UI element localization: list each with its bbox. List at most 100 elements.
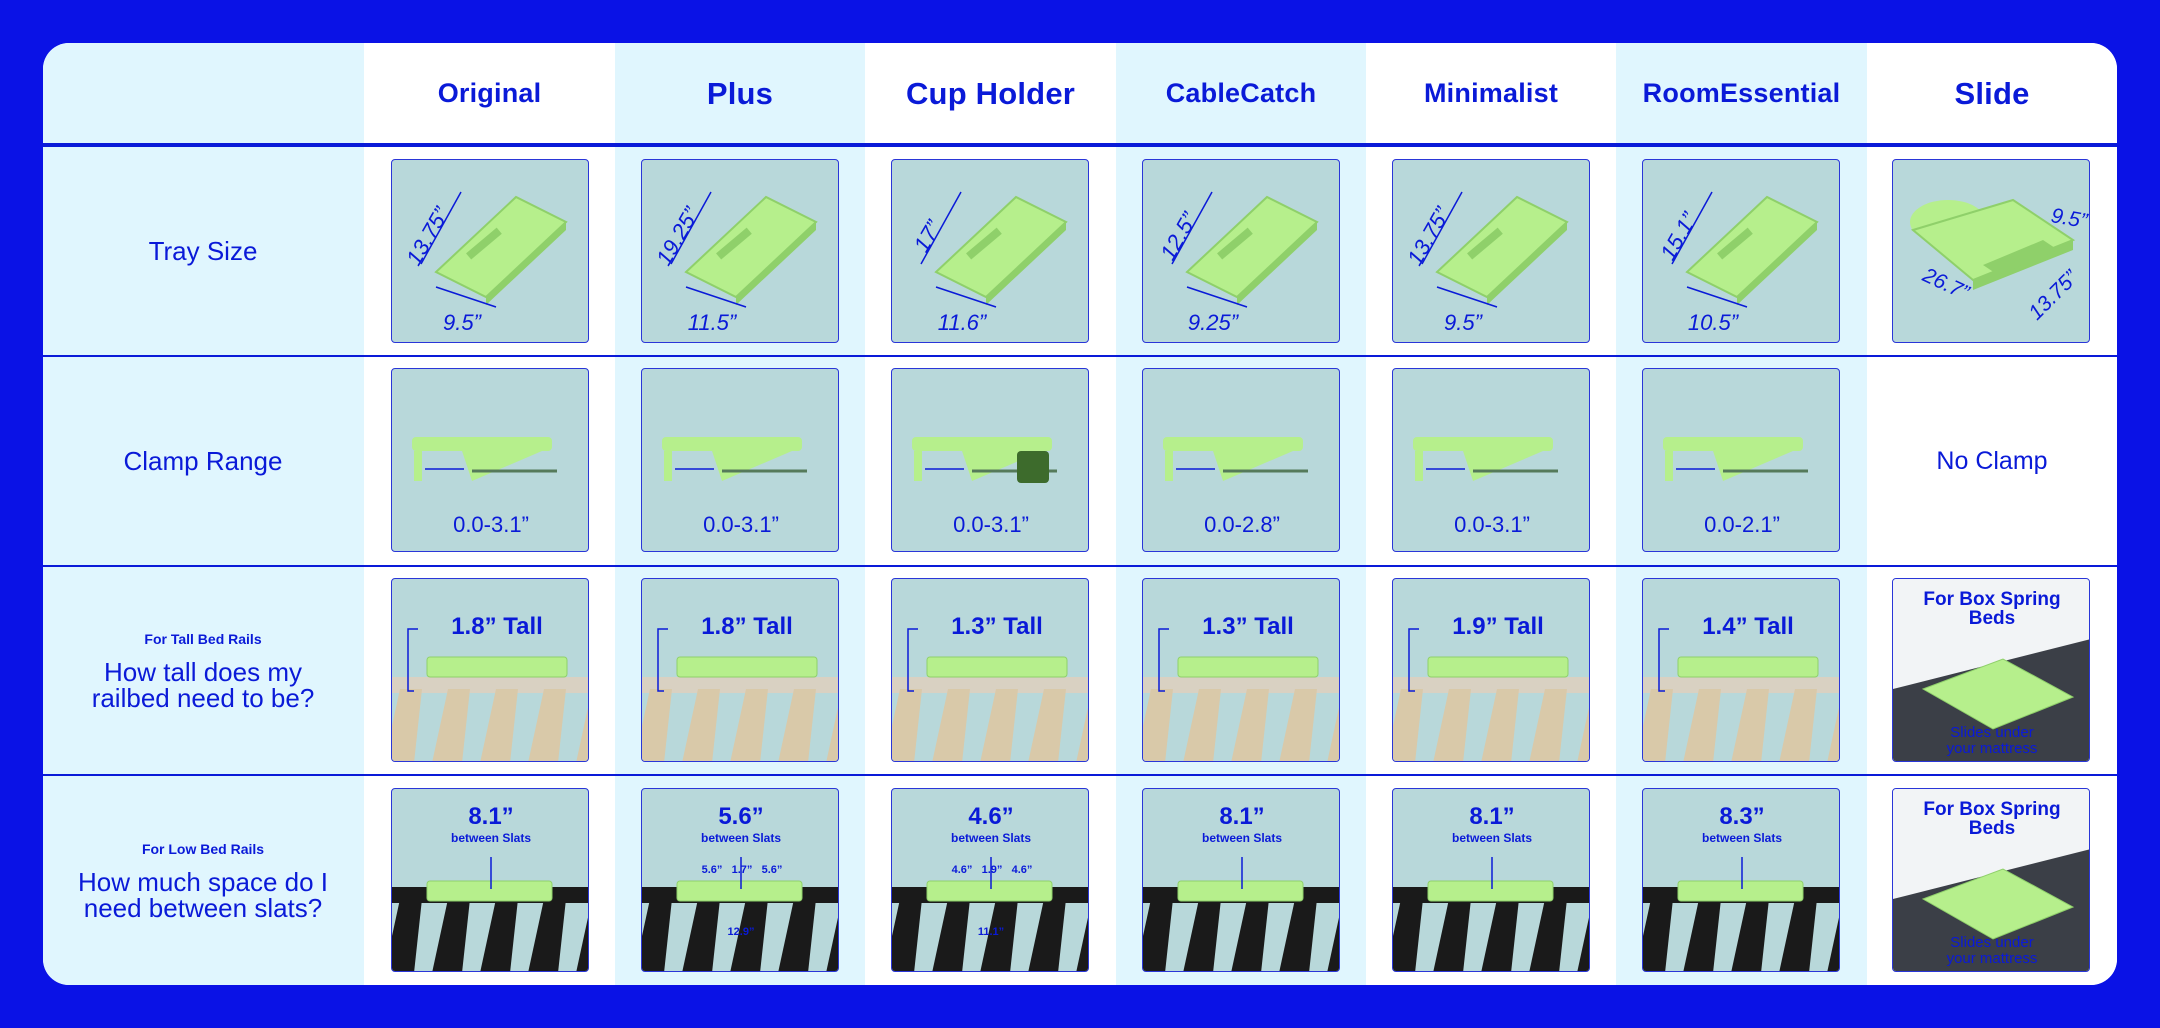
bed-slat: [1393, 689, 1423, 761]
slat-space-caption: between Slats: [951, 831, 1031, 845]
bed-slat: [682, 689, 720, 761]
bed-slat: [1183, 689, 1221, 761]
bed-slat: [480, 689, 518, 761]
clamp-jaw: [664, 451, 672, 481]
dimension-label: 13.75”: [2024, 266, 2083, 325]
row-divider: [43, 774, 2117, 776]
clamp-range-value: 0.0-2.1”: [1704, 512, 1780, 537]
rail-height-value: 1.3” Tall: [951, 613, 1043, 640]
bed-slat: [1076, 917, 1088, 971]
slat-space-value: 8.1”: [1219, 803, 1264, 830]
slat-space-caption: between Slats: [1702, 831, 1782, 845]
clamp-arm: [1463, 451, 1543, 481]
dimension-label: 17”: [909, 215, 947, 256]
clamp-range-tile: 0.0-2.1”: [1642, 368, 1840, 552]
tray-shape: [1177, 656, 1319, 678]
tray-size-tile: 13.75” 9.5”: [1392, 159, 1590, 343]
clamp-range-tile: 0.0-3.1”: [391, 368, 589, 552]
slat-space-tile-illustration: 8.1”between Slats: [1393, 803, 1589, 971]
tray-size-tile: 15.1”10.5”: [1642, 159, 1840, 343]
rail-height-value: 1.8” Tall: [451, 613, 543, 640]
bed-slat: [1779, 899, 1817, 971]
tray-slot: [1983, 240, 2058, 275]
bed-slat: [1327, 707, 1339, 761]
tray-size-tile-illustration: 12.5”9.25”: [1155, 191, 1319, 335]
bed-slat: [1529, 899, 1567, 971]
box-spring-title: For Box Spring: [1923, 589, 2060, 610]
header-original: Original: [437, 78, 542, 108]
dimension-label: 9.5”: [1444, 310, 1484, 335]
clamp-range-tile: 0.0-3.1”: [1392, 368, 1590, 552]
tray-size-tile-illustration: 15.1”10.5”: [1655, 191, 1819, 335]
bed-slat: [1731, 899, 1769, 971]
clamp-arm: [1213, 451, 1293, 481]
row-label-subtitle: For Tall Bed Rails: [144, 630, 262, 647]
slat-space-value: 8.1”: [1469, 803, 1514, 830]
dimension-line: [935, 286, 997, 308]
bed-slat: [1643, 689, 1673, 761]
slat-space-tile: 8.1”between Slats: [391, 788, 589, 972]
tray-top: [662, 437, 802, 451]
tray-shape: [1921, 868, 2075, 940]
bed-slat: [932, 899, 970, 971]
tray-size-tile-illustration: 13.75” 9.5”: [1402, 191, 1569, 335]
bed-slat: [826, 917, 838, 971]
row-label-low-rails: For Low Bed Rails How much space do I ne…: [43, 776, 363, 985]
tray-top: [1163, 437, 1303, 451]
dimension-line: [1436, 286, 1498, 308]
row-label-text: Tray Size: [148, 236, 258, 266]
dimension-label: 11.6”: [938, 310, 988, 335]
tray-size-tile-illustration: 13.75”9.5”: [401, 191, 568, 335]
tray-size-tile: 17” 11.6”: [891, 159, 1089, 343]
slat-detail: 4.6”: [952, 864, 973, 876]
slat-space-tile: 8.1”between Slats: [1142, 788, 1340, 972]
tray-shape: [926, 880, 1053, 902]
rail-height-tile: 1.8” Tall: [641, 578, 839, 762]
tray-shape: [1677, 880, 1804, 902]
rail-height-tile-illustration: 1.9” Tall: [1393, 613, 1589, 761]
bed-slat: [1577, 707, 1589, 761]
tray-top: [412, 437, 552, 451]
bed-slat: [528, 689, 566, 761]
rail-height-tile-illustration: 1.3” Tall: [1143, 613, 1339, 761]
clamp-jaw: [1665, 451, 1673, 481]
rail-height-value: 1.3” Tall: [1202, 613, 1294, 640]
row-label-clamp-range: Clamp Range: [43, 357, 363, 565]
tray-size-tile-illustration: 9.5”26.7”13.75”: [1910, 198, 2089, 325]
box-spring-caption: your mattress: [1947, 950, 2038, 967]
bed-slat: [892, 899, 922, 971]
tray-shape: [1177, 880, 1304, 902]
header-cup-holder: Cup Holder: [905, 75, 1076, 111]
dimension-line: [1686, 286, 1748, 308]
tray-size-tile-illustration: 19.25”11.5”: [651, 191, 818, 335]
bed-slat: [1779, 689, 1817, 761]
slat-detail: 1.7”: [732, 864, 753, 876]
slat-detail: 5.6”: [702, 864, 723, 876]
slat-space-value: 5.6”: [718, 803, 763, 830]
bed-slat: [1433, 689, 1471, 761]
header-plus: Plus: [706, 75, 774, 111]
row-label-line2: railbed need to be?: [91, 682, 315, 713]
bed-slat: [1279, 689, 1317, 761]
dimension-line: [1171, 191, 1213, 265]
bed-rail: [392, 677, 588, 693]
dimension-label: 9.25”: [1188, 310, 1240, 335]
tray-shape: [1427, 656, 1569, 678]
box-spring-title: For Box Spring: [1923, 799, 2060, 820]
box-spring-caption: your mattress: [1947, 740, 2038, 757]
bed-slat: [730, 899, 768, 971]
tray-clamp: [1467, 227, 1503, 260]
bed-slat: [1481, 899, 1519, 971]
dimension-label: 9.5”: [443, 310, 483, 335]
tray-edge: [1737, 222, 1817, 305]
dimension-label: 13.75”: [1402, 202, 1456, 270]
box-spring-title: Beds: [1969, 818, 2015, 839]
tray-clamp: [1217, 227, 1253, 260]
bed-slat: [778, 899, 816, 971]
clamp-jaw: [914, 451, 922, 481]
bed-rail: [1393, 677, 1589, 693]
header-roomessential: RoomEssential: [1642, 78, 1841, 108]
tray-top: [1413, 437, 1553, 451]
